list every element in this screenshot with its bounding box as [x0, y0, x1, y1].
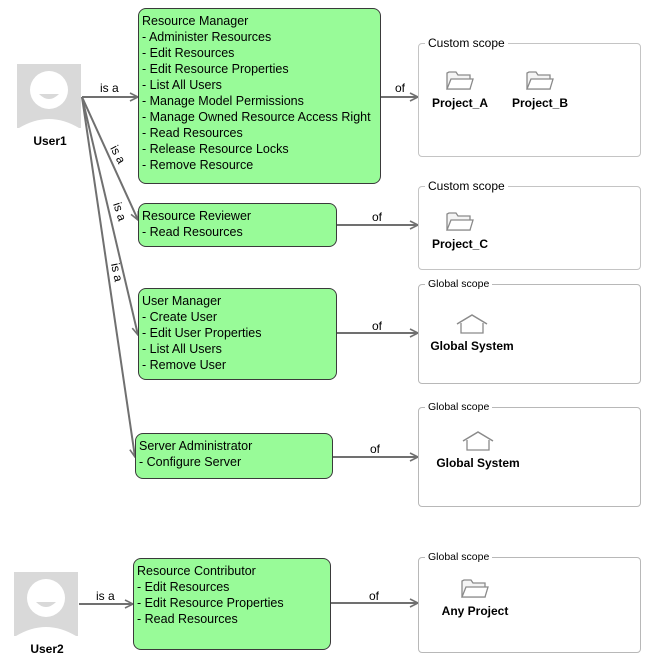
user1-node: User1	[17, 64, 83, 148]
scope-title: Global scope	[425, 277, 493, 292]
scope-custom-1: Custom scope Project_A Project_B	[415, 36, 641, 157]
project-name: Project_C	[431, 237, 489, 251]
scope-global-2: Global scope Global System	[418, 400, 641, 507]
folder-icon	[526, 71, 554, 90]
project-item: Project_B	[495, 68, 585, 110]
permission-item: - Edit Resources	[137, 580, 230, 594]
role-title: User Manager	[142, 294, 222, 308]
role-server-administrator: Server Administrator - Configure Server	[135, 433, 333, 479]
global-item: Global System	[433, 430, 523, 470]
permission-item: - Remove User	[142, 358, 227, 372]
is-a-label: is a	[100, 81, 119, 95]
house-icon	[456, 314, 488, 334]
of-label: of	[369, 589, 380, 603]
is-a-label: is a	[108, 262, 126, 283]
project-item: Project_A	[415, 68, 505, 110]
permission-item: - Edit User Properties	[142, 326, 262, 340]
user-name: User2	[30, 642, 64, 656]
permission-item: - Manage Model Permissions	[142, 94, 304, 108]
permission-item: - List All Users	[142, 78, 222, 92]
global-item: Global System	[427, 313, 517, 353]
folder-icon	[461, 579, 489, 598]
project-item: Project_C	[415, 209, 505, 251]
permission-item: - Edit Resource Properties	[137, 596, 284, 610]
project-name: Project_A	[431, 96, 489, 110]
project-name: Project_B	[511, 96, 569, 110]
role-title: Resource Manager	[142, 14, 249, 28]
role-title: Resource Reviewer	[142, 209, 252, 223]
permission-item: - Configure Server	[139, 455, 242, 469]
global-item-name: Global System	[436, 456, 520, 470]
scope-title: Custom scope	[425, 36, 508, 51]
permission-item: - List All Users	[142, 342, 222, 356]
permission-item: - Edit Resources	[142, 46, 235, 60]
user-avatar-icon	[17, 64, 81, 128]
scope-global-1: Global scope Global System	[418, 277, 641, 384]
scope-title: Custom scope	[425, 179, 508, 194]
permission-item: - Read Resources	[137, 612, 238, 626]
role-user-manager: User Manager - Create User - Edit User P…	[138, 288, 337, 380]
permission-item: - Release Resource Locks	[142, 142, 289, 156]
global-item-name: Global System	[430, 339, 514, 353]
of-label: of	[395, 81, 406, 95]
user2-node: User2	[14, 572, 80, 656]
permission-item: - Administer Resources	[142, 30, 272, 44]
of-label: of	[372, 210, 383, 224]
of-label: of	[370, 442, 381, 456]
permission-item: - Manage Owned Resource Access Right	[142, 110, 371, 124]
role-resource-manager: Resource Manager - Administer Resources …	[138, 8, 381, 184]
role-title: Resource Contributor	[137, 564, 256, 578]
user-avatar-icon	[14, 572, 78, 636]
role-resource-contributor: Resource Contributor - Edit Resources - …	[133, 558, 331, 650]
scope-custom-2: Custom scope Project_C	[415, 179, 641, 270]
permission-item: - Remove Resource	[142, 158, 254, 172]
scope-title: Global scope	[425, 550, 493, 565]
role-title: Server Administrator	[139, 439, 253, 453]
project-name: Any Project	[441, 604, 509, 618]
is-a-label: is a	[110, 201, 129, 223]
permission-item: - Read Resources	[142, 126, 243, 140]
scope-title: Global scope	[425, 400, 493, 415]
permission-item: - Edit Resource Properties	[142, 62, 289, 76]
folder-icon	[446, 212, 474, 231]
scope-global-3: Global scope Any Project	[418, 550, 641, 653]
of-label: of	[372, 319, 383, 333]
is-a-label: is a	[96, 589, 115, 603]
role-resource-reviewer: Resource Reviewer - Read Resources	[138, 203, 337, 247]
folder-icon	[446, 71, 474, 90]
edge-user1-resource-reviewer	[81, 96, 138, 220]
permission-item: - Read Resources	[142, 225, 243, 239]
is-a-label: is a	[107, 143, 128, 166]
permission-item: - Create User	[142, 310, 218, 324]
project-item: Any Project	[430, 576, 520, 618]
user-name: User1	[33, 134, 67, 148]
edge-user1-server-administrator	[81, 96, 135, 457]
edge-user1-user-manager	[81, 96, 138, 335]
house-icon	[462, 431, 494, 451]
